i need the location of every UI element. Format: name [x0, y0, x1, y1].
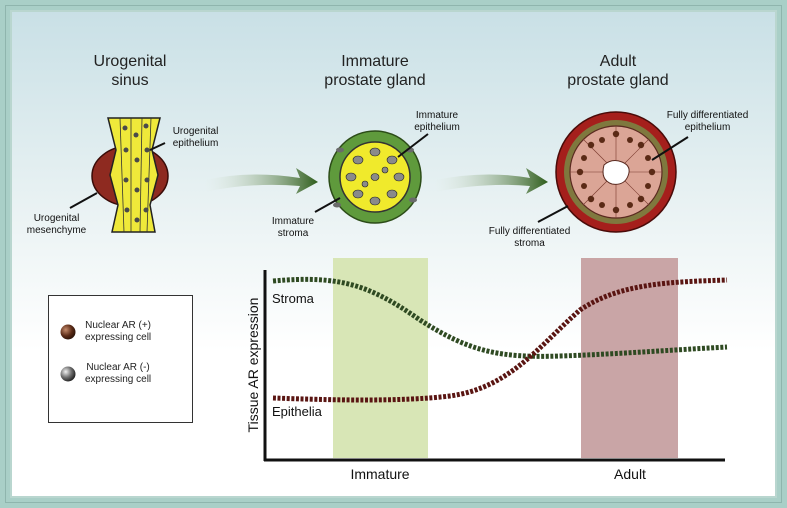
- legend-item-ar-negative: Nuclear AR (-) expressing cell: [59, 362, 151, 386]
- epithelia-series-label: Epithelia: [272, 404, 322, 419]
- adult-stroma-pointer-arrow: [537, 205, 569, 223]
- mesenchyme-pointer-arrow: [69, 192, 98, 209]
- ar-expression-chart: [263, 258, 728, 462]
- stage-title-immature: Immature prostate gland: [324, 53, 426, 89]
- epithelia-curve: [272, 277, 728, 403]
- immature-band: [333, 258, 428, 458]
- adult-gland-drawing: [555, 111, 677, 233]
- x-label-adult: Adult: [614, 466, 646, 482]
- legend-label-ar-positive: Nuclear AR (+) expressing cell: [85, 320, 152, 343]
- transition-arrow-2: [435, 168, 548, 194]
- legend-label-ar-negative: Nuclear AR (-) expressing cell: [85, 362, 152, 385]
- legend-item-ar-positive: Nuclear AR (+) expressing cell: [59, 320, 151, 344]
- transition-arrow-1: [205, 168, 318, 194]
- immature-gland-drawing: [328, 130, 422, 224]
- immature-stroma-pointer-arrow: [314, 197, 341, 213]
- label-fully-differentiated-epithelium: Fully differentiated epithelium: [666, 110, 749, 133]
- label-fully-differentiated-stroma: Fully differentiated stroma: [488, 226, 571, 249]
- stroma-curve: [272, 276, 728, 359]
- adult-epithelium-pointer-arrow: [651, 136, 689, 161]
- label-urogenital-mesenchyme: Urogenital mesenchyme: [26, 213, 87, 236]
- label-immature-epithelium: Immature epithelium: [414, 110, 460, 133]
- label-immature-stroma: Immature stroma: [271, 216, 315, 239]
- adult-band: [581, 258, 678, 458]
- immature-epithelium-pointer-arrow: [397, 133, 429, 158]
- x-label-immature: Immature: [350, 466, 410, 482]
- y-axis-label: Tissue AR expression: [245, 297, 261, 433]
- stage-title-adult: Adult prostate gland: [567, 53, 669, 89]
- label-urogenital-epithelium: Urogenital epithelium: [172, 126, 219, 149]
- urogenital-sinus-drawing: [91, 117, 169, 233]
- grey-cell-icon: [60, 366, 76, 382]
- stroma-series-label: Stroma: [272, 291, 314, 306]
- stage-title-urogenital-sinus: Urogenital sinus: [93, 53, 167, 89]
- brown-cell-icon: [60, 324, 76, 340]
- epithelium-pointer-arrow: [149, 142, 166, 151]
- legend-box: Nuclear AR (+) expressing cell Nuclear A…: [48, 295, 193, 423]
